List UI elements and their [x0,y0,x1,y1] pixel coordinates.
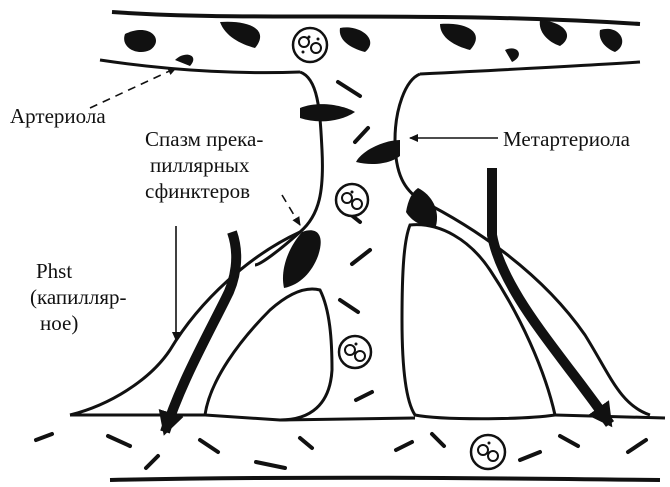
sphincter-pointer [282,195,300,225]
phst-label-line1: Phst [36,258,72,284]
blood-cell [471,435,505,469]
spasm-label-line1: Спазм прека- [145,126,263,152]
blood-cell [336,184,368,216]
right-flow-arrow [492,168,610,424]
spasm-label-line2: пиллярных [150,152,249,178]
arteriole-endothelial-cells [124,20,622,66]
blood-cell [339,336,371,368]
arteriole-pointer [90,68,176,108]
metarteriole-label: Метартериола [503,126,630,152]
phst-label-line3: ное) [40,310,78,336]
phst-label-line2: (капилляр- [30,284,127,310]
venule-vessel [70,415,665,480]
spasm-label-line3: сфинктеров [145,178,250,204]
arteriole-label: Артериола [10,103,106,129]
blood-cell [293,28,327,62]
